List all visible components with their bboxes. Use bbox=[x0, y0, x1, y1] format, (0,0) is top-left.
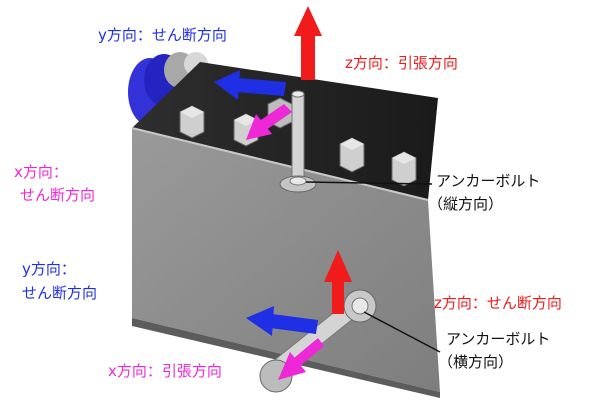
tension-arrow-z bbox=[294, 6, 322, 80]
callout-horizontal-sub: （横方向） bbox=[438, 353, 514, 371]
hex-nut bbox=[391, 151, 417, 187]
box-front-face bbox=[132, 128, 440, 392]
shear-arrow-y-bottom bbox=[246, 306, 318, 336]
vertical-anchor-bolt bbox=[279, 90, 317, 193]
horizontal-anchor-bolt bbox=[259, 289, 377, 393]
hex-nut bbox=[339, 137, 365, 173]
callout-line-horizontal bbox=[363, 311, 441, 353]
label-x-shear-line2: せん断方向 bbox=[20, 186, 96, 204]
label-z-tension-top: z方向：引張方向 bbox=[345, 54, 458, 72]
shear-arrow-z bbox=[324, 250, 352, 314]
label-y-shear-left-line1: y方向： bbox=[22, 260, 76, 278]
shear-arrow-y bbox=[214, 70, 286, 100]
label-y-shear-left-line2: せん断方向 bbox=[22, 284, 98, 302]
callout-vertical-title: アンカーボルト bbox=[436, 172, 541, 190]
label-x-shear-line1: x方向： bbox=[14, 163, 68, 181]
label-y-shear-top: y方向：せん断方向 bbox=[98, 26, 227, 44]
callout-horizontal-title: アンカーボルト bbox=[446, 330, 551, 348]
tension-arrow-x bbox=[278, 338, 324, 380]
label-x-tension-bottom: x方向：引張方向 bbox=[108, 362, 222, 380]
callout-vertical-sub: （縦方向） bbox=[428, 195, 504, 213]
hex-nut bbox=[179, 105, 205, 139]
label-z-shear-bottom: z方向：せん断方向 bbox=[434, 294, 562, 312]
shear-arrow-x bbox=[246, 104, 292, 140]
callout-line-vertical bbox=[305, 181, 433, 185]
